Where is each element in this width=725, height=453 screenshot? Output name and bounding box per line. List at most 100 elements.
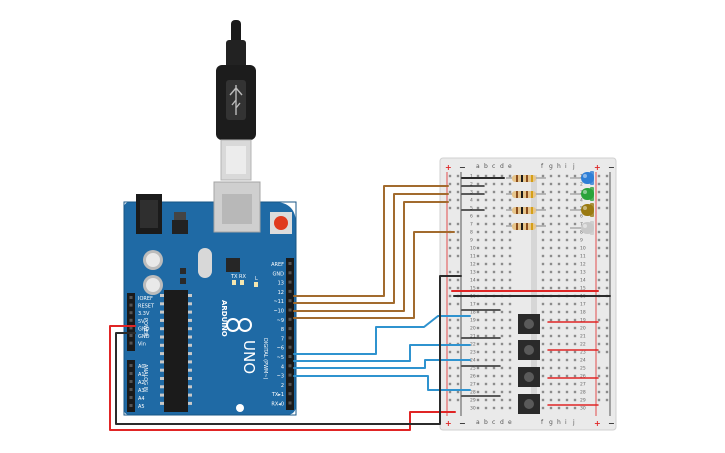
column-label-bottom: i	[565, 419, 567, 426]
rail-plus-label-top-left: +	[445, 163, 452, 172]
column-label-bottom: f	[541, 419, 544, 426]
brand-label: ARDUINO	[220, 300, 228, 337]
row-number-right: 8	[580, 230, 583, 236]
crystal-oscillator	[198, 248, 212, 278]
pushbutton-4	[518, 394, 540, 414]
column-label-bottom: h	[557, 419, 561, 426]
column-label-bottom: j	[572, 419, 575, 426]
row-number-left: 11	[470, 254, 476, 260]
row-number-left: 24	[470, 358, 476, 364]
resistor-3	[506, 207, 546, 214]
row-number-right: 11	[580, 254, 586, 260]
digital-pin-label: ~3	[277, 374, 284, 380]
row-number-left: 22	[470, 342, 476, 348]
analog-pin-label: A2	[138, 380, 145, 386]
power-pin-label: Vin	[138, 342, 146, 348]
pushbuttons	[518, 314, 540, 414]
power-pin-label: GND	[138, 334, 150, 340]
column-label-bottom: c	[492, 419, 495, 426]
analog-pin-label: A3	[138, 388, 145, 394]
row-number-right: 17	[580, 302, 586, 308]
wire-gnd	[115, 275, 462, 425]
resistor-2	[506, 191, 546, 198]
row-number-right: 30	[580, 406, 586, 412]
row-number-left: 7	[470, 222, 473, 228]
wire-pin11	[293, 201, 449, 312]
rx-led-label: RX	[239, 274, 246, 280]
digital-pin-label: GND	[273, 271, 285, 277]
pushbutton-2	[518, 340, 540, 360]
row-number-right: 27	[580, 382, 586, 388]
blue-led	[570, 171, 594, 185]
row-number-left: 1	[470, 174, 473, 180]
row-number-left: 14	[470, 278, 476, 284]
row-number-left: 18	[470, 310, 476, 316]
row-number-left: 28	[470, 390, 476, 396]
rail-plus-label-bottom-right: +	[594, 419, 601, 428]
row-number-right: 26	[580, 374, 586, 380]
row-number-right: 25	[580, 366, 586, 372]
row-number-left: 26	[470, 374, 476, 380]
rail-minus-label-bottom-left: −	[459, 419, 466, 428]
row-number-left: 5	[470, 206, 473, 212]
row-number-right: 10	[580, 246, 586, 252]
power-header	[127, 293, 135, 351]
column-label-top: b	[484, 163, 488, 170]
power-pin-label: 5V	[138, 319, 145, 325]
wire-pin6	[293, 315, 471, 355]
column-label-top: c	[492, 163, 495, 170]
row-number-left: 25	[470, 366, 476, 372]
atmega-chip	[164, 290, 188, 412]
analog-pin-label: A5	[138, 404, 145, 410]
digital-pin-label: 7	[281, 336, 284, 342]
row-number-left: 4	[470, 198, 473, 204]
rail-plus-label-top-right: +	[594, 163, 601, 172]
analog-header	[127, 360, 135, 412]
white-led	[570, 221, 594, 235]
arduino-uno-board: TX RX L ARDUINO UNO POWER ANALOG IN DIGI…	[123, 181, 297, 416]
wire-pin12	[293, 193, 449, 304]
column-label-bottom: b	[484, 419, 488, 426]
row-number-left: 20	[470, 326, 476, 332]
rail-minus-label-top-right: −	[608, 163, 615, 172]
digital-pin-label: AREF	[271, 262, 284, 268]
digital-pin-label: 2	[281, 383, 284, 389]
row-number-right: 18	[580, 310, 586, 316]
row-number-left: 23	[470, 350, 476, 356]
digital-pin-label: ~6	[277, 346, 284, 352]
digital-pin-label: RX◂0	[271, 402, 284, 408]
digital-pin-label: 4	[281, 364, 284, 370]
wire-pin3	[293, 375, 471, 391]
power-header-label: POWER	[142, 318, 148, 337]
wire-5v	[109, 325, 448, 431]
wires	[109, 177, 611, 431]
row-number-left: 10	[470, 246, 476, 252]
pushbutton-1	[518, 314, 540, 334]
analog-header-label: ANALOG IN	[142, 364, 148, 392]
digital-pin-label: 8	[281, 327, 284, 333]
row-number-right: 24	[580, 358, 586, 364]
column-label-bottom: e	[508, 419, 512, 426]
row-number-left: 27	[470, 382, 476, 388]
power-pin-label: RESET	[138, 304, 155, 310]
column-label-top: f	[541, 163, 544, 170]
digital-header	[286, 258, 294, 410]
row-number-right: 13	[580, 270, 586, 276]
tx-led-label: TX	[230, 274, 238, 280]
mounting-hole	[236, 404, 244, 412]
column-label-top: j	[572, 163, 575, 170]
row-number-left: 29	[470, 398, 476, 404]
analog-pin-label: A4	[138, 396, 145, 402]
row-number-right: 22	[580, 342, 586, 348]
row-number-right: 2	[580, 182, 583, 188]
resistor-4	[506, 223, 546, 230]
yellow-led	[570, 203, 594, 217]
row-number-right: 20	[580, 326, 586, 332]
model-label: UNO	[240, 340, 258, 374]
rail-minus-label-top-left: −	[459, 163, 466, 172]
row-number-left: 13	[470, 270, 476, 276]
rail-plus-label-bottom-left: +	[445, 419, 452, 428]
row-number-right: 21	[580, 334, 586, 340]
row-number-left: 3	[470, 190, 473, 196]
